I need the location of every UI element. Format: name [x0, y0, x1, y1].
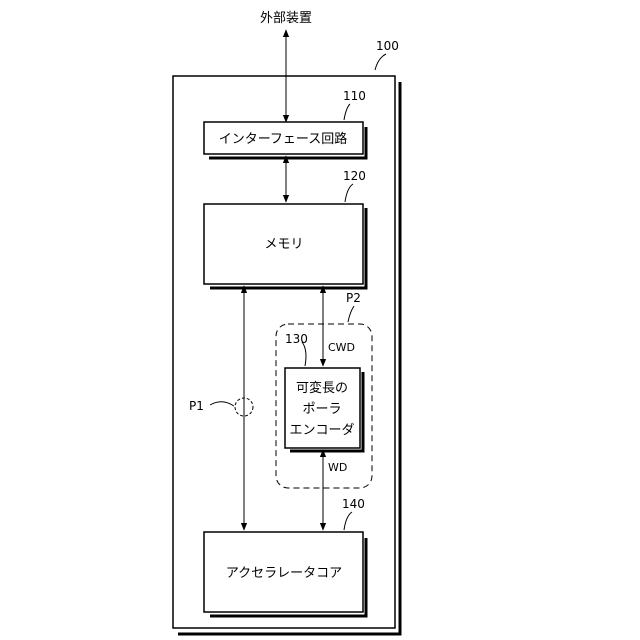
device-ref: 100 — [376, 39, 399, 53]
external-device-label: 外部装置 — [260, 11, 312, 26]
encoder-ref: 130 — [285, 332, 308, 346]
cwd-label: CWD — [328, 341, 355, 354]
memory-ref: 120 — [343, 169, 366, 183]
p2-label: P2 — [346, 291, 361, 305]
memory-label: メモリ — [264, 237, 303, 252]
interface-ref: 110 — [343, 89, 366, 103]
encoder-label-line-1: 可変長の — [296, 380, 348, 396]
core-ref: 140 — [342, 497, 365, 511]
wd-label: WD — [328, 461, 347, 474]
encoder-label-line-3: エンコーダ — [289, 423, 354, 438]
device-ref-leader — [375, 54, 386, 70]
p1-label: P1 — [189, 399, 204, 413]
interface-circuit-label: インターフェース回路 — [219, 131, 348, 147]
accelerator-core-label: アクセラレータコア — [226, 566, 342, 581]
encoder-label-line-2: ポーラ — [302, 402, 341, 417]
